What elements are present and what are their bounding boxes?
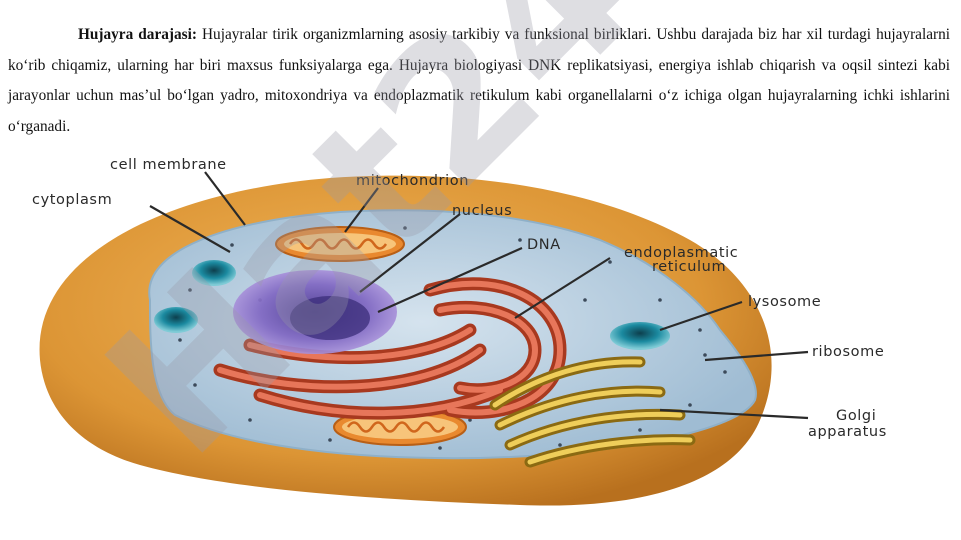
er-shape (213, 277, 567, 420)
label-nucleus: nucleus (452, 203, 512, 219)
paragraph-body: Hujayralar tirik organizmlarning asosiy … (8, 26, 950, 135)
label-er-line1: endoplasmatic (624, 245, 738, 261)
label-lysosome: lysosome (748, 294, 821, 310)
label-dna: DNA (527, 237, 561, 253)
paragraph-heading: Hujayra darajasi: (78, 26, 197, 43)
leader-lines (149, 171, 809, 420)
label-cell-membrane: cell membrane (110, 157, 227, 173)
golgi-shape (489, 356, 696, 468)
nucleus-shape (233, 270, 397, 354)
label-er-line2: reticulum (652, 259, 726, 275)
label-cytoplasm: cytoplasm (32, 192, 112, 208)
label-golgi-line2: apparatus (808, 424, 887, 440)
description-paragraph: Hujayra darajasi: Hujayralar tirik organ… (8, 20, 950, 142)
mitochondrion-top (275, 226, 405, 262)
label-mitochondrion: mitochondrion (356, 173, 469, 189)
label-golgi-line1: Golgi (836, 408, 876, 424)
lysosome-shapes (154, 260, 670, 350)
label-ribosome: ribosome (812, 344, 884, 360)
